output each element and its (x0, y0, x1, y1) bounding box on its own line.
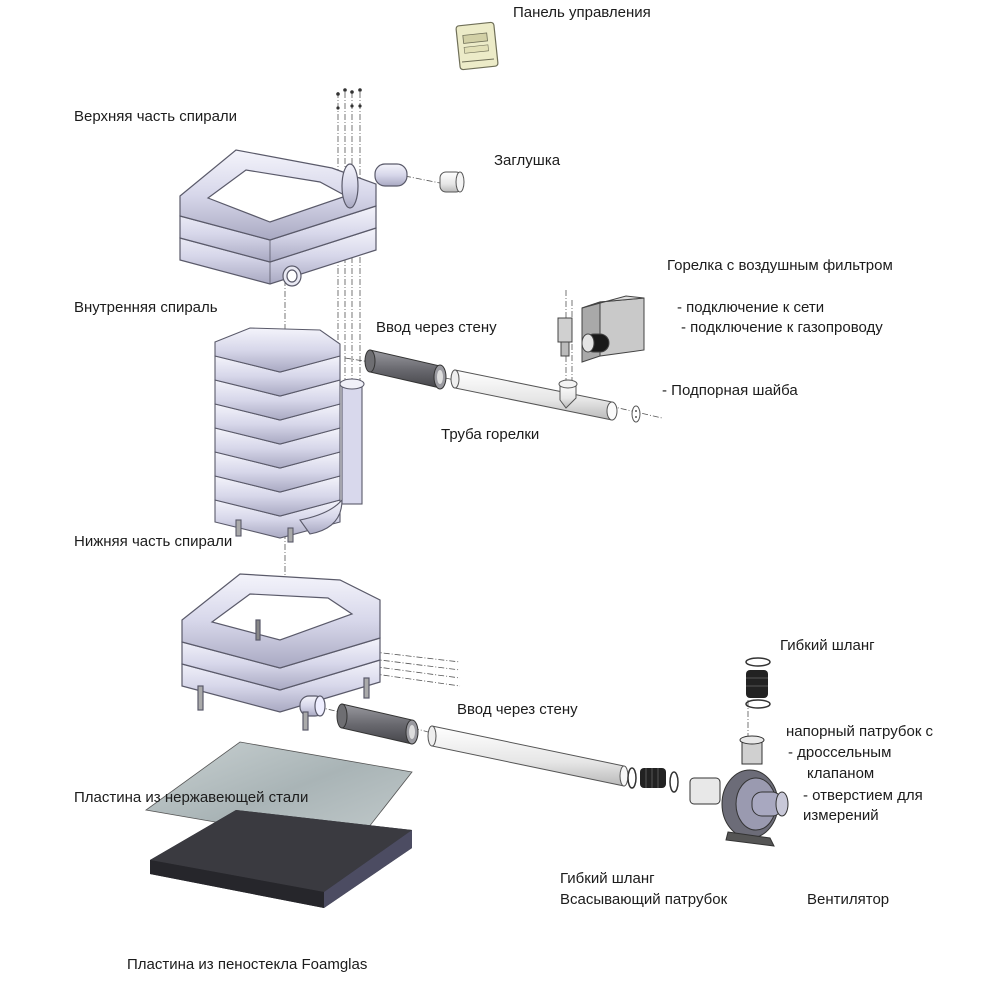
label-pressure-note-throttle-cont: клапаном (807, 765, 875, 782)
wall-sleeve-bottom-icon (336, 703, 419, 745)
upper-coil-icon (179, 149, 408, 287)
label-lower-coil: Нижняя часть спирали (74, 533, 233, 550)
bolts-icon (336, 88, 362, 110)
label-burner: Горелка с воздушным фильтром (667, 257, 893, 274)
label-fan: Вентилятор (807, 891, 890, 908)
inner-coil-icon (214, 327, 365, 543)
baffle-washer-icon (631, 405, 641, 423)
burner-icon (557, 295, 645, 363)
label-flex-hose-top: Гибкий шланг (780, 637, 875, 654)
label-plug: Заглушка (494, 152, 561, 169)
control-panel-icon (455, 21, 499, 71)
label-burner-note-gas: - подключение к газопроводу (681, 319, 883, 336)
label-pressure-nozzle: напорный патрубок с (786, 723, 934, 740)
suction-pipe-icon (427, 725, 629, 787)
label-wall-entry-bottom: Ввод через стену (457, 701, 578, 718)
label-baffle-washer: - Подпорная шайба (662, 382, 798, 399)
label-burner-pipe: Труба горелки (441, 426, 540, 443)
label-suction-nozzle: Всасывающий патрубок (560, 891, 728, 908)
label-pressure-note-hole: - отверстием для (803, 787, 923, 804)
label-foamglas-plate: Пластина из пеностекла Foamglas (127, 956, 368, 973)
wall-sleeve-top-icon (364, 349, 447, 390)
label-wall-entry-top: Ввод через стену (376, 319, 497, 336)
label-burner-note-power: - подключение к сети (677, 299, 825, 316)
foamglas-plate-icon (150, 810, 412, 908)
label-pressure-note-hole-cont: измерений (803, 807, 879, 824)
burner-pipe-icon (450, 369, 618, 421)
flex-hose-bottom-icon (627, 767, 679, 793)
label-steel-plate: Пластина из нержавеющей стали (74, 789, 309, 806)
label-upper-coil: Верхняя часть спирали (74, 108, 238, 125)
label-inner-coil: Внутренняя спираль (74, 299, 218, 316)
label-flex-hose-bottom: Гибкий шланг (560, 870, 655, 887)
lower-coil-icon (181, 573, 381, 731)
label-control-panel: Панель управления (513, 4, 651, 21)
plug-icon (439, 171, 465, 193)
fan-icon (689, 735, 789, 847)
flex-hose-top-icon (745, 657, 771, 709)
label-pressure-note-throttle: - дроссельным (788, 744, 892, 761)
